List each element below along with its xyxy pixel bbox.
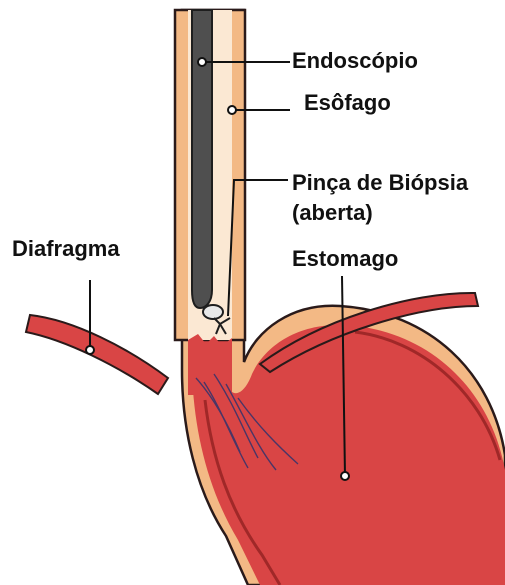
label-biopsy-forceps-state: (aberta) (292, 200, 373, 226)
label-endoscope: Endoscópio (292, 48, 418, 74)
label-biopsy-forceps: Pinça de Biópsia (292, 170, 468, 196)
diaphragm-left (26, 315, 168, 394)
endoscope-body (192, 10, 212, 308)
label-stomach: Estomago (292, 246, 398, 272)
endoscope-tip (203, 305, 223, 319)
label-esophagus: Esôfago (304, 90, 391, 116)
label-diaphragm: Diafragma (12, 236, 120, 262)
